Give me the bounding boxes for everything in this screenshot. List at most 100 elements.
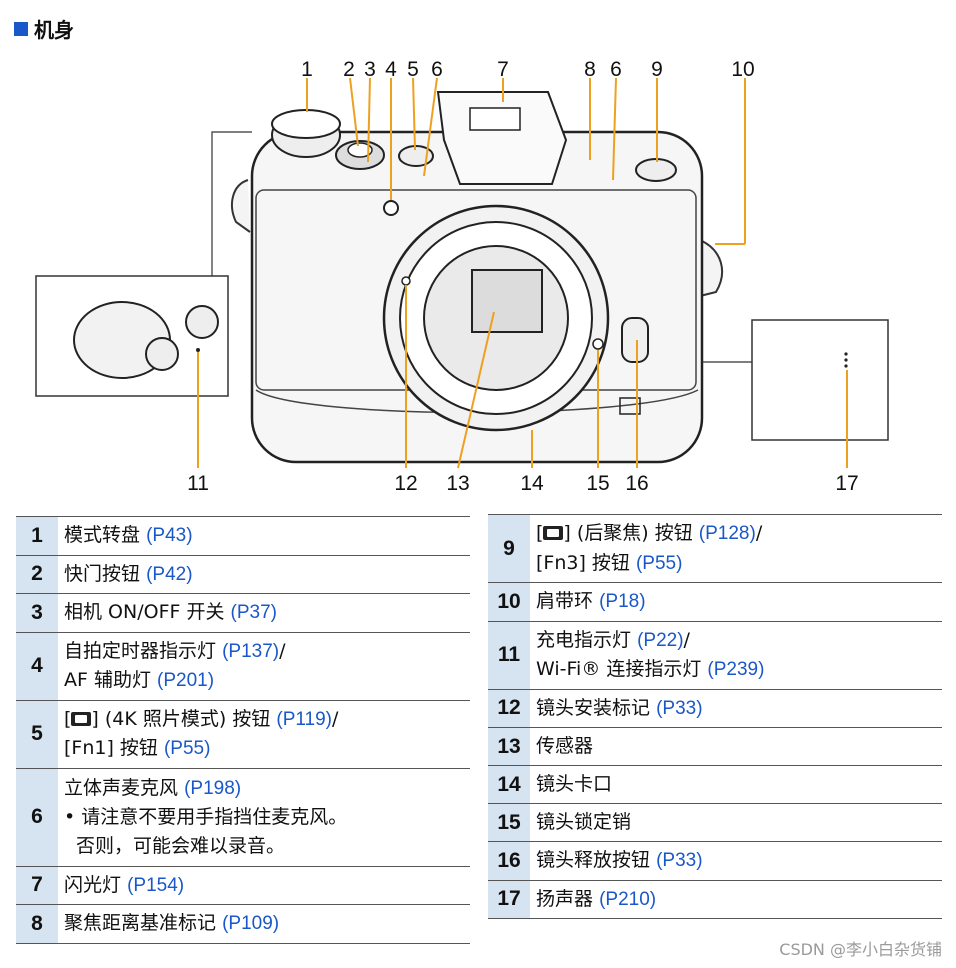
part-description: 快门按钮 (P42) [58,554,470,594]
part-number: 7 [16,865,58,905]
callout-labels: 1 2 3 4 5 6 7 8 6 9 10 11 12 13 14 15 16… [187,58,859,495]
callout-3: 3 [364,58,376,81]
callout-9: 9 [651,58,663,81]
4k-photo-icon [71,711,92,726]
part-description: 镜头锁定销 [530,803,942,842]
callout-2: 2 [343,58,355,81]
table-row: 6 立体声麦克风 (P198) • 请注意不要用手指挡住麦克风。 否则，可能会难… [16,767,470,866]
part-number: 3 [16,593,58,632]
callout-lines [197,77,848,469]
table-row: 13 传感器 [488,727,942,766]
part-number: 8 [16,904,58,944]
callout-12: 12 [394,472,417,495]
table-row: 7 闪光灯 (P154) [16,865,470,905]
part-description: [] (后聚焦) 按钮 (P128)/ [Fn3] 按钮 (P55) [530,514,942,583]
right-strap-loop-icon [699,239,724,297]
part-number: 16 [488,841,530,880]
callout-17: 17 [835,472,858,495]
left-strap-loop-icon [231,179,251,233]
page-ref-link[interactable]: (P154) [127,874,185,896]
callout-13: 13 [446,472,469,495]
callout-8: 8 [584,58,596,81]
page-ref-link[interactable]: (P198) [184,777,242,799]
section-title: 机身 [34,18,74,42]
callout-4: 4 [385,58,397,81]
page-ref-link[interactable]: (P128) [698,523,756,544]
af-button-icon [635,158,677,182]
page-ref-link[interactable]: (P22) [637,629,684,651]
callout-15: 15 [586,472,609,495]
parts-table-left: 1 模式转盘 (P43) 2 快门按钮 (P42) 3 相机 ON/OFF 开关… [16,516,470,944]
part-description: 镜头安装标记 (P33) [530,688,942,728]
page-ref-link[interactable]: (P55) [163,738,211,759]
table-row: 1 模式转盘 (P43) [16,516,470,555]
page-ref-link[interactable]: (P33) [656,697,703,719]
part-number: 12 [488,688,530,728]
page-ref-link[interactable]: (P109) [222,913,280,934]
part-number: 6 [16,767,58,866]
callout-16: 16 [625,472,648,495]
table-row: 3 相机 ON/OFF 开关 (P37) [16,593,470,632]
part-description: 充电指示灯 (P22)/ Wi-Fi® 连接指示灯 (P239) [530,620,942,689]
part-number: 4 [16,631,58,700]
part-number: 10 [488,582,530,621]
lens-release-button-icon [621,317,649,363]
part-number: 13 [488,727,530,766]
part-description: 自拍定时器指示灯 (P137)/ AF 辅助灯 (P201) [58,631,470,700]
page-ref-link[interactable]: (P119) [276,708,332,730]
note-text: • 请注意不要用手指挡住麦克风。 [64,806,348,829]
table-row: 10 肩带环 (P18) [488,582,942,621]
page-ref-link[interactable]: (P210) [599,888,657,910]
part-description: 相机 ON/OFF 开关 (P37) [58,593,470,632]
watermark: CSDN @李小白杂货铺 [779,940,942,959]
table-row: 15 镜头锁定销 [488,803,942,842]
table-row: 8 聚焦距离基准标记 (P109) [16,904,470,944]
table-row: 14 镜头卡口 [488,765,942,804]
lock-pin-icon [592,338,604,350]
table-row: 9 [] (后聚焦) 按钮 (P128)/ [Fn3] 按钮 (P55) [488,514,942,583]
camera-body-figure: 1 2 3 4 5 6 7 8 6 9 10 11 12 13 14 15 16… [0,40,956,500]
side-view-inset [751,319,889,441]
part-description: 闪光灯 (P154) [58,865,470,905]
part-description: 聚焦距离基准标记 (P109) [58,904,470,944]
part-number: 5 [16,699,58,768]
part-number: 1 [16,516,58,555]
section-heading: 机身 [14,14,74,43]
page-ref-link[interactable]: (P18) [599,591,646,612]
4k-button-icon [398,145,434,167]
part-number: 15 [488,803,530,842]
part-number: 14 [488,765,530,804]
page-ref-link[interactable]: (P43) [146,525,193,546]
section-marker-icon [14,21,28,36]
callout-6: 6 [431,58,443,81]
part-number: 17 [488,879,530,919]
table-row: 5 [] (4K 照片模式) 按钮 (P119)/ [Fn1] 按钮 (P55) [16,699,470,768]
note-text: 否则，可能会难以录音。 [76,834,286,857]
page-ref-link[interactable]: (P201) [157,670,215,691]
table-row: 4 自拍定时器指示灯 (P137)/ AF 辅助灯 (P201) [16,631,470,700]
page-ref-link[interactable]: (P239) [707,659,765,680]
callout-11: 11 [187,472,209,495]
page-ref-link[interactable]: (P37) [230,602,277,623]
part-description: [] (4K 照片模式) 按钮 (P119)/ [Fn1] 按钮 (P55) [58,699,470,768]
part-number: 9 [488,514,530,583]
self-timer-lamp-icon [383,200,399,216]
callout-6b: 6 [610,58,622,81]
callout-5: 5 [407,58,419,81]
part-description: 扬声器 (P210) [530,879,942,919]
flash-icon [436,91,568,185]
part-description: 模式转盘 (P43) [58,516,470,555]
page-ref-link[interactable]: (P42) [146,563,193,585]
part-description: 肩带环 (P18) [530,582,942,621]
part-description: 传感器 [530,727,942,766]
part-description: 镜头卡口 [530,765,942,804]
page-ref-link[interactable]: (P137) [222,640,280,662]
callout-10: 10 [731,58,754,81]
page-ref-link[interactable]: (P55) [635,552,683,574]
table-row: 17 扬声器 (P210) [488,879,942,919]
page-ref-link[interactable]: (P33) [656,850,703,871]
callout-1: 1 [301,58,313,81]
part-description: 镜头释放按钮 (P33) [530,841,942,880]
part-number: 11 [488,620,530,689]
parts-table-right: 9 [] (后聚焦) 按钮 (P128)/ [Fn3] 按钮 (P55) 10 … [488,514,942,919]
